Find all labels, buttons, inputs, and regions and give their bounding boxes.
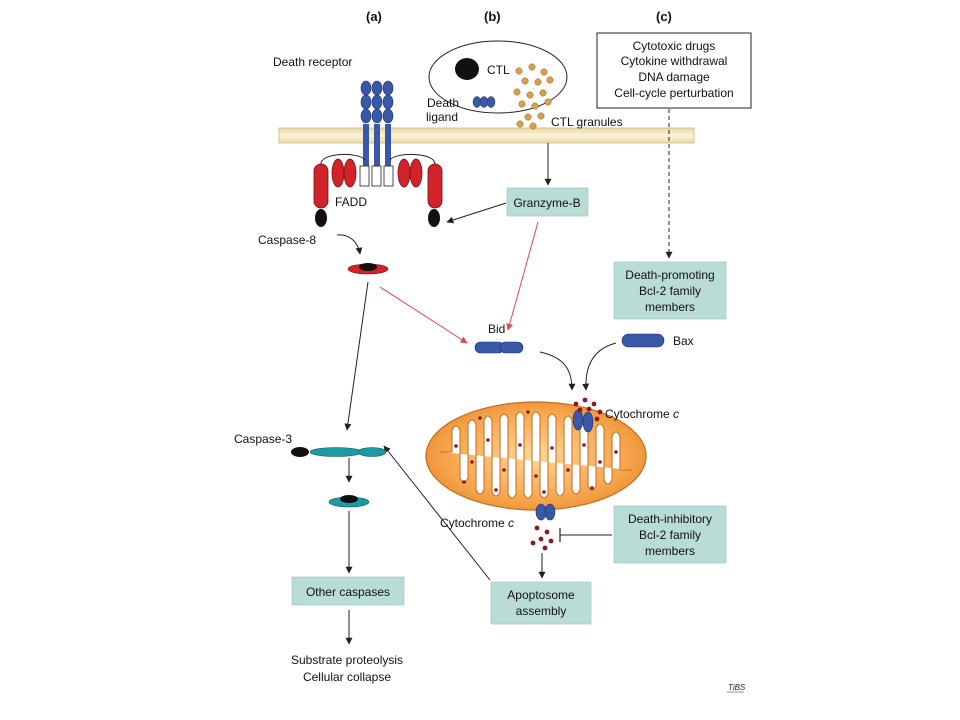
arrow-caspase8-to-bid xyxy=(379,286,468,344)
death-inhibitory-line-1: Death-inhibitory xyxy=(628,512,712,526)
stress-line-2: Cytokine withdrawal xyxy=(621,54,728,68)
label-death-ligand-1: Death xyxy=(427,96,459,110)
apoptosome-line-2: assembly xyxy=(516,604,567,618)
other-caspases-label: Other caspases xyxy=(306,585,390,599)
apoptosome-line-1: Apoptosome xyxy=(507,588,575,602)
granzyme-b-box: Granzyme-B xyxy=(506,187,589,217)
label-cellular-collapse: Cellular collapse xyxy=(303,670,391,684)
apoptosome-box: Apoptosome assembly xyxy=(490,581,592,625)
bax-protein xyxy=(621,333,665,348)
label-caspase-8: Caspase-8 xyxy=(258,233,316,247)
arrow-granzyme-to-bid xyxy=(506,221,539,331)
cell-membrane xyxy=(278,127,695,144)
granzyme-b-label: Granzyme-B xyxy=(513,196,580,210)
arrow-apoptosome-to-caspase3 xyxy=(383,445,491,581)
arrow-caspase8-activation xyxy=(336,234,363,255)
arrow-bax-to-mito xyxy=(582,342,617,391)
fadd-complex xyxy=(313,154,443,227)
stress-line-3: DNA damage xyxy=(638,70,710,84)
stress-line-1: Cytotoxic drugs xyxy=(633,39,716,53)
ctl-granules xyxy=(513,63,554,130)
death-inhibitory-box: Death-inhibitory Bcl-2 family members xyxy=(613,505,727,564)
death-promoting-line-1: Death-promoting xyxy=(625,268,714,282)
label-fadd: FADD xyxy=(335,195,367,209)
active-caspase-3 xyxy=(328,495,370,508)
stress-stimuli-box: Cytotoxic drugs Cytokine withdrawal DNA … xyxy=(596,32,752,109)
death-receptor xyxy=(359,80,394,187)
panel-label-c: (c) xyxy=(656,9,672,24)
death-ligand xyxy=(472,96,496,108)
label-caspase-3: Caspase-3 xyxy=(234,432,292,446)
cytochrome-c-bottom xyxy=(530,525,554,551)
active-caspase-8 xyxy=(347,263,389,275)
death-inhibitory-line-2: Bcl-2 family xyxy=(639,528,701,542)
bax-channel-bottom xyxy=(535,503,556,521)
panel-label-b: (b) xyxy=(484,9,501,24)
cytochrome-c-top xyxy=(573,397,603,422)
label-bax: Bax xyxy=(673,334,694,348)
panel-label-a: (a) xyxy=(366,9,382,24)
death-promoting-box: Death-promoting Bcl-2 family members xyxy=(613,261,727,320)
stress-line-4: Cell-cycle perturbation xyxy=(614,86,733,100)
death-promoting-line-2: Bcl-2 family xyxy=(639,284,701,298)
bid-protein xyxy=(474,341,524,354)
label-cytochrome-bottom: Cytochrome c xyxy=(440,516,514,530)
death-promoting-line-3: members xyxy=(645,300,695,314)
label-bid: Bid xyxy=(488,322,505,336)
arrow-granzyme-to-caspase8 xyxy=(446,202,507,224)
procaspase-3 xyxy=(291,447,387,457)
label-death-receptor: Death receptor xyxy=(273,55,352,69)
label-ctl-granules: CTL granules xyxy=(551,115,623,129)
label-death-ligand-2: ligand xyxy=(426,110,458,124)
ctl-nucleus xyxy=(455,58,479,80)
bax-channel-top xyxy=(572,409,594,433)
label-substrate-proteolysis: Substrate proteolysis xyxy=(291,653,403,667)
arrow-caspase8-to-caspase3 xyxy=(344,281,369,431)
arrow-bid-to-mito xyxy=(539,351,576,391)
label-ctl: CTL xyxy=(487,63,510,77)
other-caspases-box: Other caspases xyxy=(291,576,405,606)
label-cytochrome-top: Cytochrome c xyxy=(605,407,679,421)
journal-credit: TiBS xyxy=(728,683,746,692)
death-inhibitory-line-3: members xyxy=(645,544,695,558)
